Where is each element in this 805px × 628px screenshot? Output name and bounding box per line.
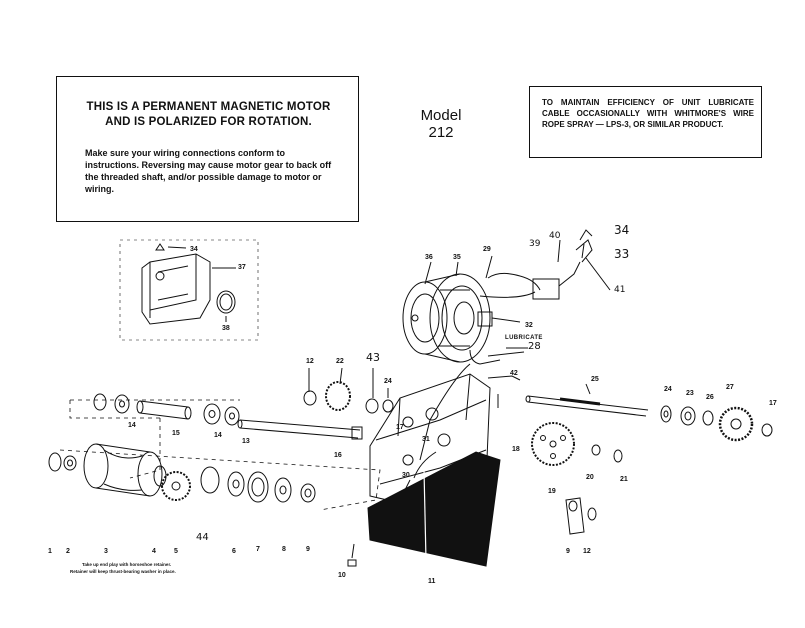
- motor-wiring: [419, 229, 611, 461]
- clip-21: [613, 449, 623, 463]
- retainer-note-line2: Retainer will keep thrust-bearing washer…: [70, 569, 176, 574]
- callout-17-right: 17: [769, 400, 777, 407]
- callout-24-right: 24: [664, 386, 672, 393]
- cable-drum: [83, 443, 163, 497]
- base-plate: [367, 451, 501, 567]
- callout-32: 32: [525, 322, 533, 329]
- callout-41: 41: [614, 285, 626, 295]
- callout-40: 40: [549, 231, 561, 241]
- bracket-9-12: [565, 497, 597, 535]
- callout-29: 29: [483, 246, 491, 253]
- bolt-10: [347, 543, 357, 567]
- callout-9-right: 9: [566, 548, 570, 555]
- callout-21: 21: [620, 476, 628, 483]
- model-number: 212: [428, 124, 454, 141]
- callout-43: 43: [366, 351, 380, 364]
- callout-39: 39: [529, 239, 541, 249]
- callout-34-cover: 34: [190, 246, 198, 253]
- callout-38: 38: [222, 325, 230, 332]
- callout-26: 26: [706, 394, 714, 401]
- callout-12-top: 12: [306, 358, 314, 365]
- lubrication-note-box: TO MAINTAIN EFFICIENCY OF UNIT LUBRICATE…: [529, 86, 762, 158]
- callout-7: 7: [256, 546, 260, 553]
- callout-34-top: 34: [614, 223, 630, 237]
- retainer-note-line1: Take up end play with horseshoe retainer…: [82, 562, 172, 567]
- callout-31: 31: [422, 436, 430, 443]
- model-label-line1: Model: [420, 107, 462, 124]
- callout-1: 1: [48, 548, 52, 555]
- callout-30: 30: [402, 472, 410, 479]
- callout-23: 23: [686, 390, 694, 397]
- callout-16: 16: [334, 452, 342, 459]
- callout-15: 15: [172, 430, 180, 437]
- motor-shaft-worm: [525, 395, 649, 417]
- callout-42: 42: [510, 370, 518, 377]
- callout-10: 10: [338, 572, 346, 579]
- model-label: Model 212: [400, 107, 482, 141]
- motor-assembly: [402, 273, 521, 363]
- callout-12-right: 12: [583, 548, 591, 555]
- shaft-washers-right: [660, 405, 714, 426]
- lubricate-label: LUBRICATE: [505, 335, 543, 341]
- cover-oil-cap: [155, 243, 187, 251]
- worm-gear: [718, 406, 754, 442]
- motor-warning-title-line1: THIS IS A PERMANENT MAGNETIC MOTOR: [86, 101, 331, 113]
- drum-gear: [161, 471, 191, 501]
- drum-bearing: [153, 465, 167, 487]
- callout-27: 27: [726, 384, 734, 391]
- callout-19: 19: [548, 488, 556, 495]
- spacer-washers: [203, 403, 240, 426]
- callout-37: 37: [238, 264, 246, 271]
- motor-warning-body: Make sure your wiring connections confor…: [85, 148, 332, 194]
- callout-28: 28: [528, 341, 541, 352]
- callout-24-left: 24: [384, 378, 392, 385]
- drive-sprocket: [531, 422, 575, 466]
- top-bolt-22: [303, 381, 351, 411]
- callout-22: 22: [336, 358, 344, 365]
- callout-35: 35: [453, 254, 461, 261]
- callout-5: 5: [174, 548, 178, 555]
- drum-washers-lower: [200, 466, 316, 503]
- callout-18: 18: [512, 446, 520, 453]
- callout-36: 36: [425, 254, 433, 261]
- drum-end-nut: [48, 452, 77, 472]
- callout-14-right: 14: [214, 432, 222, 439]
- cover-retaining-ring: [216, 290, 236, 322]
- winch-frame: [369, 373, 491, 521]
- lubrication-note-text: TO MAINTAIN EFFICIENCY OF UNIT LUBRICATE…: [542, 98, 754, 129]
- end-nut-right: [761, 423, 773, 437]
- callout-25: 25: [591, 376, 599, 383]
- callout-6: 6: [232, 548, 236, 555]
- callout-33: 33: [614, 247, 630, 261]
- washers-43-24: [365, 398, 394, 414]
- drum-washer-upper: [93, 393, 130, 414]
- callout-2: 2: [66, 548, 70, 555]
- callout-3: 3: [104, 548, 108, 555]
- callout-8: 8: [282, 546, 286, 553]
- callout-20: 20: [586, 474, 594, 481]
- motor-warning-title: THIS IS A PERMANENT MAGNETIC MOTOR AND I…: [57, 100, 360, 130]
- callout-14-left: 14: [128, 422, 136, 429]
- motor-warning-box: THIS IS A PERMANENT MAGNETIC MOTOR AND I…: [56, 76, 359, 222]
- callout-17-frame: 17: [396, 424, 404, 431]
- callout-11: 11: [428, 578, 436, 585]
- callout-9-left: 9: [306, 546, 310, 553]
- callout-4: 4: [152, 548, 156, 555]
- small-washer-20: [591, 444, 601, 456]
- drum-shaft: [237, 419, 363, 440]
- spacer-tube: [136, 400, 192, 420]
- callout-13: 13: [242, 438, 250, 445]
- gear-case-cover: [119, 239, 259, 341]
- lubricate-leader: [487, 351, 525, 357]
- callout-44: 44: [196, 532, 209, 543]
- motor-warning-title-line2: AND IS POLARIZED FOR ROTATION.: [105, 116, 312, 128]
